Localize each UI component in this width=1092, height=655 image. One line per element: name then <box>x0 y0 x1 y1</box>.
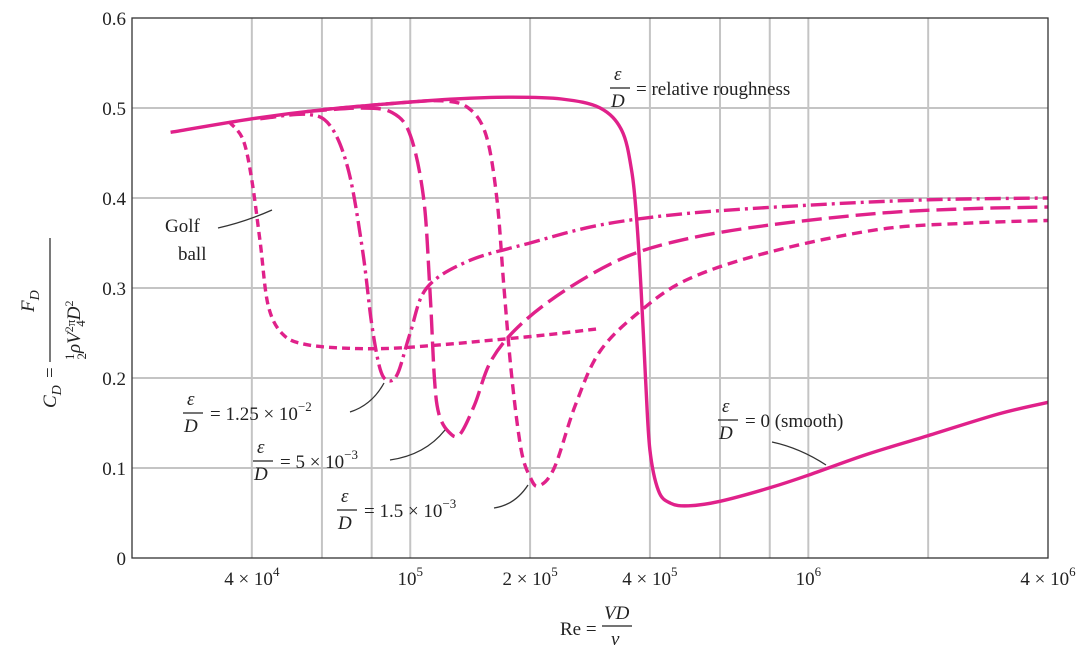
y-axis-label-eq: = <box>40 367 61 378</box>
y-tick-label: 0.3 <box>102 279 126 300</box>
y-tick-label: 0.6 <box>102 9 126 30</box>
annotation-roughness-1-5e-3: ε D = 1.5 × 10−3 <box>337 484 529 534</box>
s2-value: = 5 × 10−3 <box>280 447 358 473</box>
series-line <box>321 98 1049 488</box>
x-axis-label-denominator: ν <box>611 629 620 650</box>
s1-d: D <box>183 416 198 437</box>
series-group <box>170 95 1049 508</box>
y-tick-label: 0.2 <box>102 369 126 390</box>
y-axis-label-denominator: 12ρV2π4D2 <box>62 300 89 360</box>
series-line <box>260 112 1049 383</box>
y-tick-label: 0.4 <box>102 189 126 210</box>
annotation-roughness-smooth: ε D = 0 (smooth) <box>718 396 843 466</box>
s3-d: D <box>337 513 352 534</box>
y-tick-label: 0.5 <box>102 99 126 120</box>
y-tick-label: 0.1 <box>102 459 126 480</box>
roughness-eps: ε <box>614 64 622 85</box>
golf-leader-line <box>217 209 273 229</box>
series-line <box>227 120 601 351</box>
x-axis-label: Re = VD ν <box>560 603 632 650</box>
golf-ball-annotation: Golf ball <box>165 209 273 265</box>
golf-label-line1: Golf <box>165 216 201 237</box>
x-axis-ticks: 4 × 104 105 2 × 105 4 × 105 106 4 × 106 <box>224 564 1076 590</box>
s4-value: = 0 (smooth) <box>745 411 843 432</box>
y-tick-label: 0 <box>117 549 127 570</box>
s3-value: = 1.5 × 10−3 <box>364 496 456 522</box>
s1-eps: ε <box>187 389 195 410</box>
plot-frame <box>131 17 1049 559</box>
roughness-text: = relative roughness <box>636 79 790 100</box>
x-tick-label: 4 × 106 <box>1020 564 1076 590</box>
series-line <box>306 106 1049 439</box>
y-axis-label-cd: CD <box>40 385 65 408</box>
annotation-roughness-1-25e-2: ε D = 1.25 × 10−2 <box>183 382 385 437</box>
s4-leader-line <box>771 441 827 466</box>
x-tick-label: 106 <box>796 564 822 590</box>
x-tick-label: 4 × 105 <box>622 564 677 590</box>
s4-d: D <box>718 423 733 444</box>
roughness-d: D <box>610 91 625 112</box>
x-axis-label-numerator: VD <box>604 603 630 624</box>
grid <box>132 18 1048 558</box>
x-tick-label: 2 × 105 <box>502 564 557 590</box>
s3-leader-line <box>493 484 529 509</box>
x-tick-label: 4 × 104 <box>224 564 280 590</box>
annotation-roughness-5e-3: ε D = 5 × 10−3 <box>253 429 446 485</box>
s1-value: = 1.25 × 10−2 <box>210 399 312 425</box>
relative-roughness-label: ε D = relative roughness <box>610 64 790 112</box>
golf-label-line2: ball <box>178 244 207 265</box>
series-line <box>170 95 1049 508</box>
s2-eps: ε <box>257 437 265 458</box>
s1-leader-line <box>349 382 385 413</box>
y-axis-label-numerator: FD <box>18 290 43 313</box>
y-axis-ticks: 0 0.1 0.2 0.3 0.4 0.5 0.6 <box>102 9 126 570</box>
s2-leader-line <box>389 429 446 461</box>
s4-eps: ε <box>722 396 730 417</box>
x-tick-label: 105 <box>397 564 423 590</box>
x-axis-label-re: Re = <box>560 619 597 640</box>
s2-d: D <box>253 464 268 485</box>
s3-eps: ε <box>341 486 349 507</box>
y-axis-label: CD = FD 12ρV2π4D2 <box>18 238 89 408</box>
